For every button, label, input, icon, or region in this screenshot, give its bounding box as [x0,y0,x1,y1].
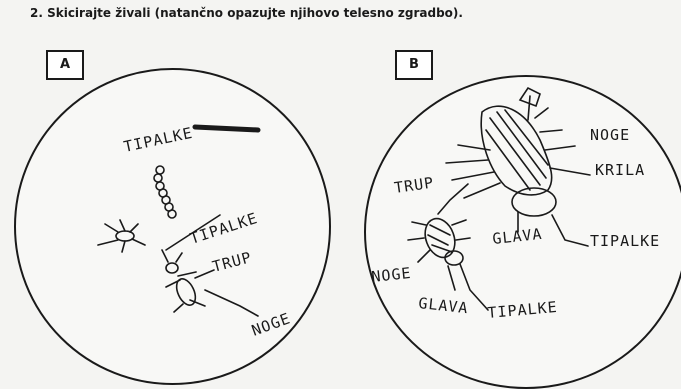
annotation-a-noge: NOGE [249,309,293,340]
pencil-bar-a [195,127,258,130]
annotation-a-tipalke: TIPALKE [188,209,260,248]
annotation-a-tipalke-top: TIPALKE [122,124,194,156]
annotation-b-trup: TRUP [393,174,435,197]
coil-a [154,166,176,218]
small-bug-a [98,220,145,252]
annotation-b-noge-2: NOGE [371,264,413,286]
annotation-b-noge: NOGE [590,126,630,144]
sketch-b [408,88,590,310]
cockroach-b [446,88,590,246]
annotation-a-trup: TRUP [210,248,253,276]
annotation-b-glava-2: GLAVA [418,294,470,317]
annotation-b-krila: KRILA [595,161,645,179]
annotation-b-glava: GLAVA [492,225,544,248]
annotation-b-tipalke-2: TIPALKE [487,298,559,322]
annotation-b-tipalke: TIPALKE [590,232,660,250]
